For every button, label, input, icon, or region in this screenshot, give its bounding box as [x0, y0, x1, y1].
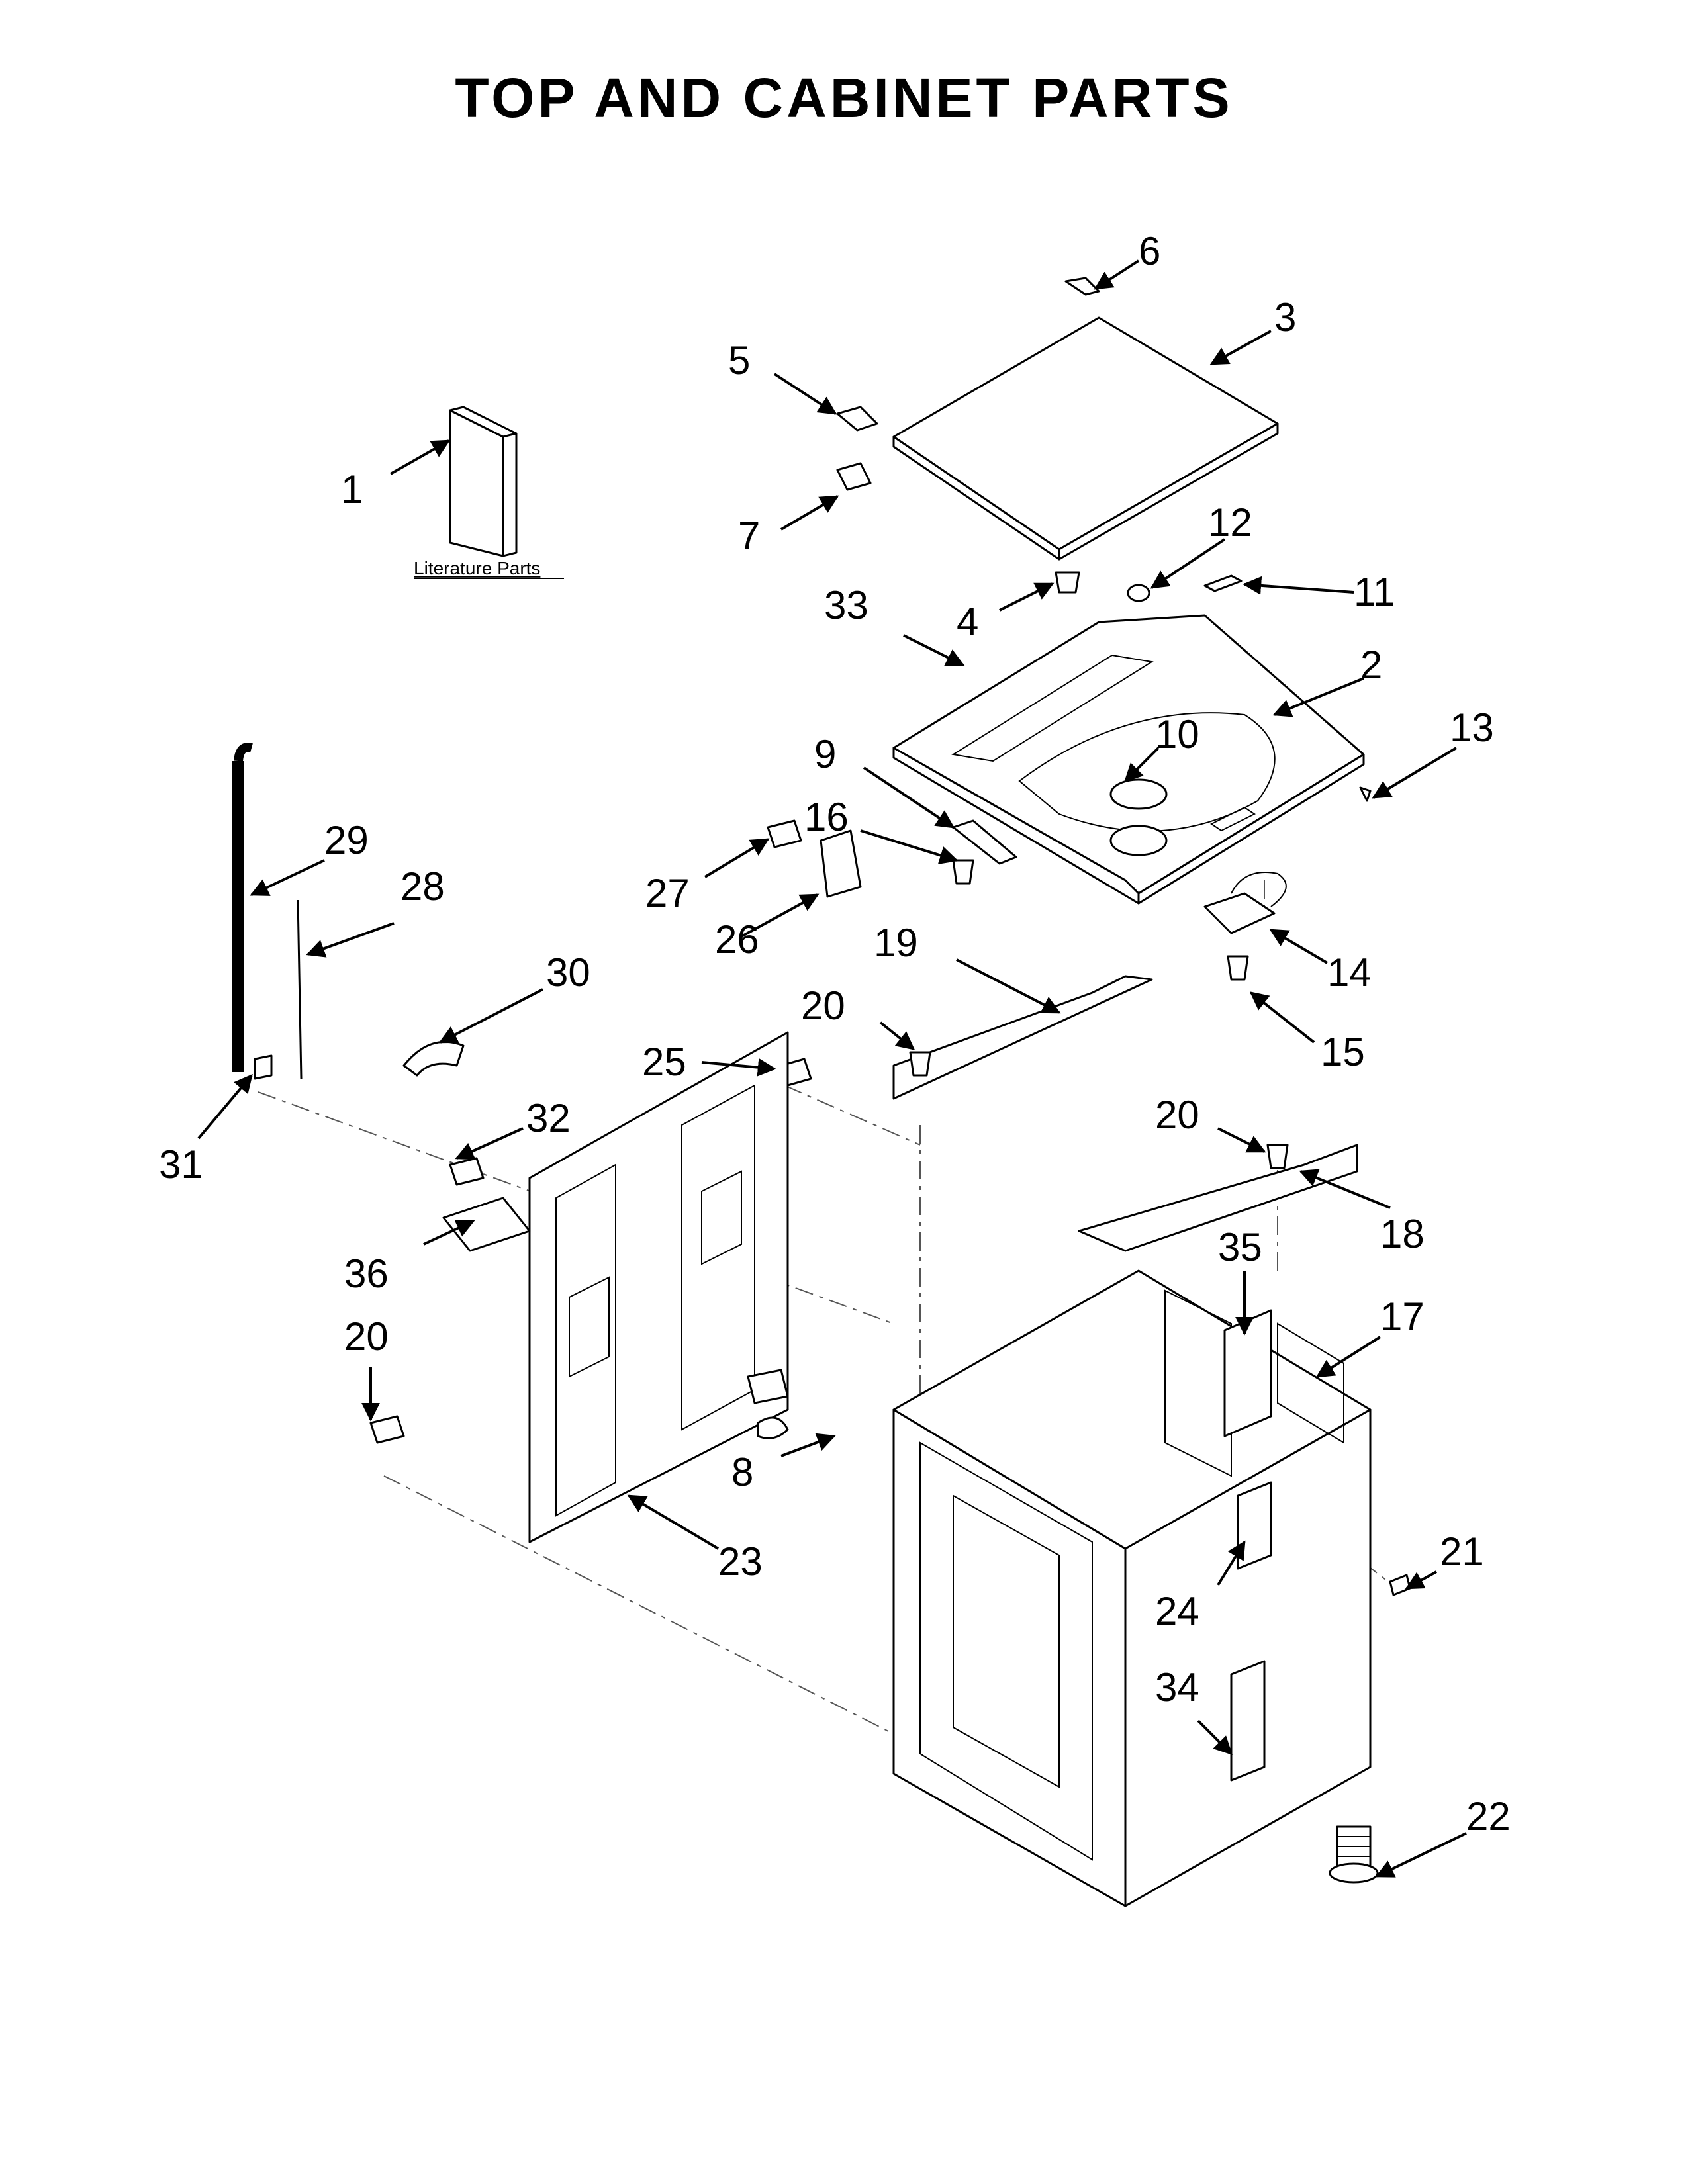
callout-20c: 20: [344, 1314, 389, 1359]
callout-25: 25: [642, 1040, 686, 1084]
leveling-leg: [1329, 1825, 1379, 1884]
callout-numbers: 1 2 3 4 5 6 7 8 9 10 11 12 13 14 15 16 1…: [159, 229, 1511, 1839]
callout-34: 34: [1155, 1665, 1199, 1709]
label-35: [1223, 1309, 1272, 1437]
literature-parts-label: Literature Parts: [414, 558, 540, 578]
page-title: TOP AND CABINET PARTS: [455, 67, 1233, 129]
front-brace-screw-20: [909, 1051, 931, 1077]
switch-harness: [1231, 872, 1287, 907]
top-panel-clip: [1359, 786, 1372, 802]
hose-clamp-31: [254, 1054, 273, 1080]
callout-16: 16: [804, 795, 849, 839]
callout-11: 11: [1354, 570, 1395, 614]
callout-30: 30: [546, 950, 590, 995]
cable-tie: [297, 899, 303, 1079]
callout-21: 21: [1440, 1529, 1484, 1574]
callout-33: 33: [824, 583, 868, 627]
lid-hinge-right: [1064, 277, 1100, 296]
callout-5: 5: [728, 338, 750, 383]
top-panel: [892, 614, 1365, 905]
callout-arrows: [197, 259, 1467, 1878]
callout-22: 22: [1466, 1794, 1511, 1839]
callout-8: 8: [731, 1450, 753, 1494]
switch-screw: [1227, 955, 1249, 981]
callout-3: 3: [1274, 295, 1296, 340]
callout-32: 32: [526, 1096, 571, 1140]
callout-18: 18: [1380, 1212, 1425, 1256]
grommet: [1127, 584, 1150, 602]
rear-brace: [1078, 1144, 1358, 1252]
panel-screw: [952, 859, 974, 885]
literature-parts-booklet: Literature Parts: [414, 406, 564, 579]
label-34: [1230, 1660, 1266, 1782]
callout-20a: 20: [801, 983, 845, 1028]
callout-24: 24: [1155, 1589, 1199, 1633]
callout-1: 1: [341, 467, 363, 512]
lid: [892, 316, 1279, 561]
callout-10: 10: [1155, 712, 1199, 756]
lid-hinge-left: [836, 406, 878, 432]
drain-hose-hook: [234, 743, 253, 762]
cabinet-clip-21: [1389, 1574, 1411, 1596]
callout-14: 14: [1327, 950, 1372, 995]
callout-28: 28: [400, 864, 445, 909]
lid-lock-switch: [1203, 892, 1276, 934]
callout-35: 35: [1218, 1225, 1262, 1269]
lid-bumper: [1055, 571, 1080, 594]
label-24: [1237, 1481, 1272, 1570]
bracket-screw: [767, 819, 802, 848]
callout-17: 17: [1380, 1295, 1425, 1339]
callout-6: 6: [1139, 229, 1160, 273]
rear-brace-screw: [1266, 1144, 1289, 1169]
water-inlet-valve: [442, 1197, 531, 1252]
callout-36: 36: [344, 1251, 389, 1296]
rear-panel-screw: [369, 1415, 405, 1444]
rear-panel: [528, 1031, 789, 1543]
callout-20b: 20: [1155, 1093, 1199, 1137]
bracket: [820, 829, 862, 898]
callout-15: 15: [1321, 1030, 1365, 1074]
callout-12: 12: [1208, 500, 1252, 545]
lid-bumper-screw: [836, 462, 872, 491]
callout-23: 23: [718, 1539, 763, 1584]
callout-7: 7: [738, 514, 760, 558]
lid-switch-cover: [1203, 574, 1243, 592]
callout-9: 9: [814, 732, 836, 776]
callout-2: 2: [1360, 643, 1382, 687]
lid-switch: [952, 819, 1017, 865]
callout-29: 29: [324, 818, 369, 862]
callout-4: 4: [957, 600, 978, 644]
rear-panel-fitting: [747, 1369, 789, 1404]
callout-31: 31: [159, 1142, 203, 1187]
inlet-hose-clamp: [757, 1416, 789, 1439]
drain-hose-tip: [402, 1040, 465, 1077]
callout-27: 27: [645, 871, 690, 915]
callout-19: 19: [874, 921, 918, 965]
cabinet: [892, 1269, 1372, 1907]
callout-13: 13: [1450, 705, 1494, 750]
callout-26: 26: [715, 917, 759, 962]
valve-screw: [449, 1157, 485, 1186]
